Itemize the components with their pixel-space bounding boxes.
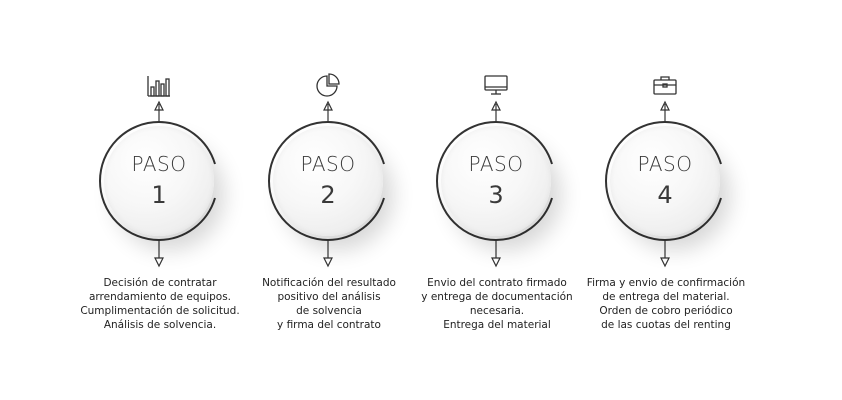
step-description: Notificación del resultado positivo del … (229, 276, 429, 332)
description-line: positivo del análisis (277, 291, 381, 303)
description-line: Envio del contrato firmado (427, 277, 567, 289)
step-description: Envio del contrato firmado y entrega de … (397, 276, 597, 332)
step-connector-arc (268, 100, 385, 268)
description-line: Análisis de solvencia. (103, 319, 217, 331)
briefcase-icon (653, 76, 677, 95)
step-number: 1 (151, 181, 167, 209)
description-line: de solvencia (296, 305, 362, 317)
step-connector-arc (605, 100, 722, 268)
step-description: Firma y envio de confirmación de entrega… (566, 276, 766, 332)
pie-chart-icon (316, 73, 340, 97)
description-line: Orden de cobro periódico (599, 305, 733, 317)
step-description: Decisión de contratar arrendamiento de e… (60, 276, 260, 332)
step-3: PASO 3 Envio del contrato firmado y entr… (397, 0, 597, 400)
step-circle: PASO 2 (273, 126, 383, 236)
description-line: de entrega del material. (602, 291, 730, 303)
description-line: y entrega de documentación (421, 291, 573, 303)
step-number: 4 (657, 181, 673, 209)
step-number: 3 (488, 181, 504, 209)
step-1: PASO 1 Decisión de contratar arrendamien… (60, 0, 260, 400)
step-label: PASO (468, 152, 524, 176)
description-line: de las cuotas del renting (601, 319, 731, 331)
step-2: PASO 2 Notificación del resultado positi… (229, 0, 429, 400)
description-line: Cumplimentación de solicitud. (80, 305, 240, 317)
description-line: y firma del contrato (277, 319, 381, 331)
step-number: 2 (320, 181, 336, 209)
step-circle: PASO 1 (104, 126, 214, 236)
description-line: Decisión de contratar (103, 277, 217, 289)
step-connector-arc (99, 100, 216, 268)
monitor-icon (484, 75, 508, 95)
step-connector-arc (436, 100, 553, 268)
description-line: arrendamiento de equipos. (88, 291, 232, 303)
bar-chart-icon (147, 76, 170, 97)
step-label: PASO (300, 152, 356, 176)
description-line: Notificación del resultado (262, 277, 396, 289)
description-line: necesaria. (469, 305, 525, 317)
step-circle: PASO 3 (441, 126, 551, 236)
step-label: PASO (131, 152, 187, 176)
step-label: PASO (637, 152, 693, 176)
description-line: Entrega del material (443, 319, 551, 331)
step-circle: PASO 4 (610, 126, 720, 236)
step-4: PASO 4 Firma y envio de confirmación de … (566, 0, 766, 400)
description-line: Firma y envio de confirmación (586, 277, 746, 289)
